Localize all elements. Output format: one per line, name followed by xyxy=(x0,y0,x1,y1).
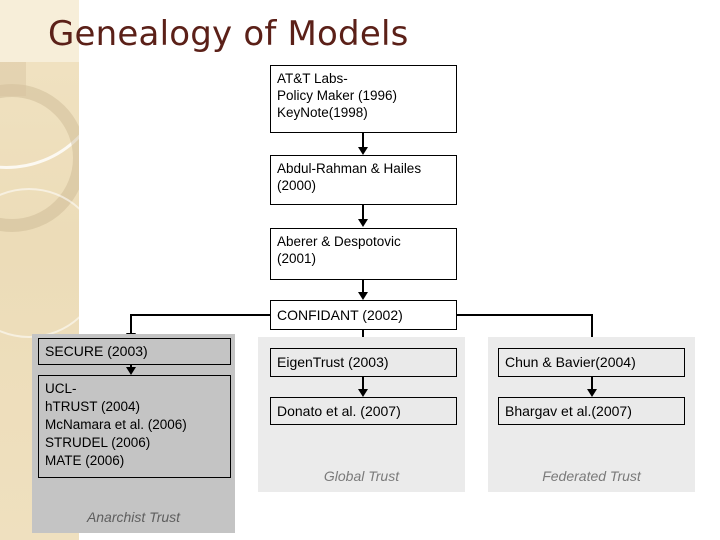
node-line: Donato et al. (2007) xyxy=(277,402,401,419)
group-label-federated-trust: Federated Trust xyxy=(542,468,641,484)
node-bhargav: Bhargav et al.(2007) xyxy=(498,397,685,425)
node-line: SECURE (2003) xyxy=(45,343,148,359)
node-line: Policy Maker (1996) xyxy=(277,88,398,103)
node-att-labs: AT&T Labs- Policy Maker (1996) KeyNote(1… xyxy=(270,65,457,133)
arrowhead-aberer xyxy=(358,219,368,227)
node-line: Abdul-Rahman & Hailes xyxy=(277,161,422,176)
connector-chun-to-bhargav xyxy=(591,377,593,391)
decorative-wedge xyxy=(0,62,26,96)
group-label-global-trust: Global Trust xyxy=(323,468,400,484)
node-secure: SECURE (2003) xyxy=(38,338,231,365)
arrowhead-bhargav xyxy=(587,389,597,397)
node-confidant: CONFIDANT (2002) xyxy=(270,300,457,330)
node-line: MATE (2006) xyxy=(45,453,125,468)
node-line: CONFIDANT (2002) xyxy=(277,306,403,323)
node-line: Chun & Bavier(2004) xyxy=(505,354,636,370)
group-label-anarchist-trust: Anarchist Trust xyxy=(86,509,181,525)
connector-confidant-left xyxy=(130,314,271,316)
connector-confidant-right-drop xyxy=(591,314,593,340)
node-line: EigenTrust (2003) xyxy=(277,354,389,370)
node-line: AT&T Labs- xyxy=(277,71,348,86)
connector-confidant-down xyxy=(362,330,364,343)
node-eigentrust: EigenTrust (2003) xyxy=(270,348,457,377)
node-line: Aberer & Despotovic xyxy=(277,234,401,249)
node-line: hTRUST (2004) xyxy=(45,399,141,414)
node-donato: Donato et al. (2007) xyxy=(270,397,457,425)
node-line: STRUDEL (2006) xyxy=(45,435,151,450)
connector-aberer-to-confidant xyxy=(362,280,364,294)
node-chun-bavier: Chun & Bavier(2004) xyxy=(498,348,685,377)
page-title: Genealogy of Models xyxy=(48,14,409,54)
connector-att-to-abdul xyxy=(362,133,364,149)
node-aberer-despotovic: Aberer & Despotovic (2001) xyxy=(270,228,457,280)
connector-confidant-right xyxy=(456,314,593,316)
connector-confidant-left-drop xyxy=(130,314,132,335)
node-line: UCL- xyxy=(45,381,77,396)
node-line: KeyNote(1998) xyxy=(277,105,368,120)
node-abdul-rahman-hailes: Abdul-Rahman & Hailes (2000) xyxy=(270,155,457,205)
node-ucl-group: UCL- hTRUST (2004) McNamara et al. (2006… xyxy=(38,375,231,478)
node-line: Bhargav et al.(2007) xyxy=(505,402,632,419)
node-line: McNamara et al. (2006) xyxy=(45,417,187,432)
connector-eigentrust-to-donato xyxy=(362,377,364,391)
arrowhead-abdul xyxy=(358,147,368,155)
node-line: (2000) xyxy=(277,178,317,193)
node-line: (2001) xyxy=(277,251,317,266)
decorative-arc-inner xyxy=(0,188,79,338)
connector-abdul-to-aberer xyxy=(362,205,364,221)
arrowhead-confidant xyxy=(358,292,368,300)
arrowhead-donato xyxy=(358,389,368,397)
decorative-top-block xyxy=(0,0,79,62)
arrowhead-ucl xyxy=(126,367,136,375)
